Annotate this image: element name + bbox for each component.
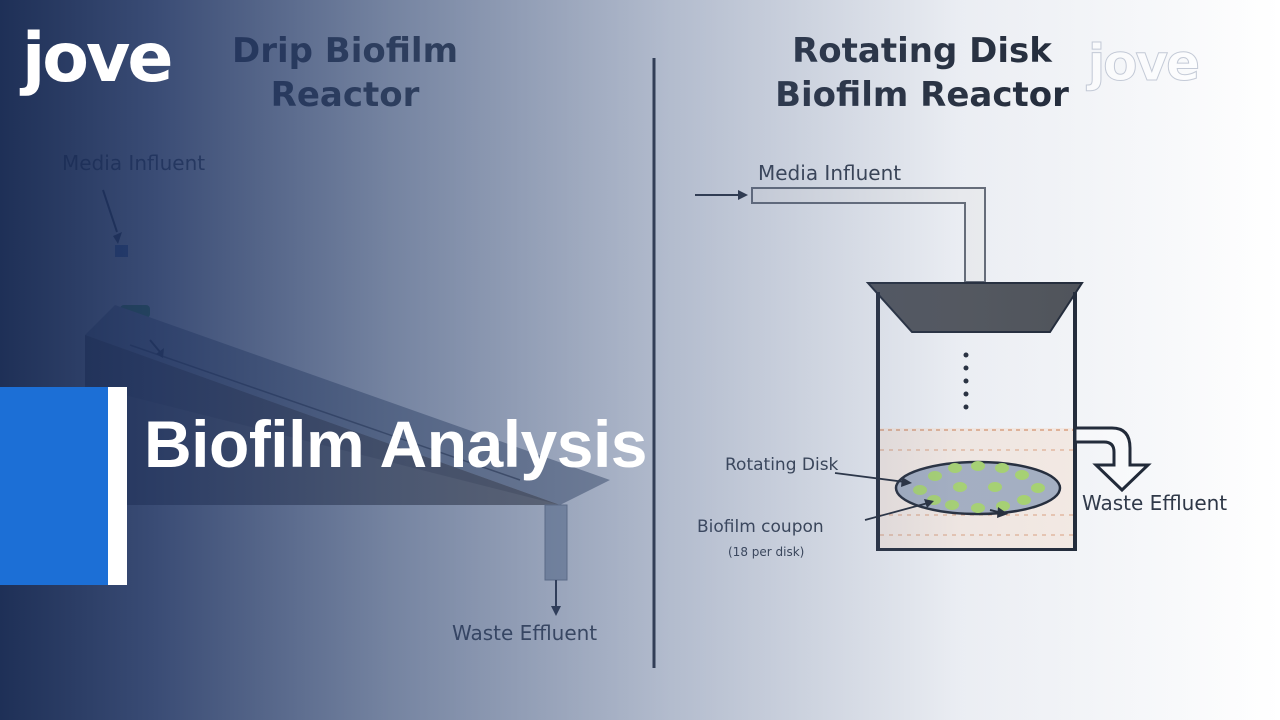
rdr-coupon-label: Biofilm coupon (697, 517, 824, 537)
video-title: Biofilm Analysis (144, 407, 648, 481)
title-accent-bar (0, 387, 108, 585)
rdr-coupon-count-label: (18 per disk) (728, 545, 804, 559)
rdr-title-line1: Rotating Disk (792, 31, 1053, 71)
drip-nozzle (115, 245, 128, 257)
jove-logo[interactable]: jove (22, 24, 212, 116)
jove-logo-text: jove (22, 19, 173, 98)
drip-influent-label: Media Influent (62, 151, 205, 175)
rdr-effluent-label: Waste Effluent (1082, 491, 1227, 515)
rdr-disk-label: Rotating Disk (725, 455, 839, 475)
speech-bubble-icon (56, 72, 96, 108)
rdr-influent-label: Media Influent (758, 161, 901, 185)
rdr-title-line2: Biofilm Reactor (775, 75, 1069, 115)
title-accent-stripe (108, 387, 127, 585)
drip-title-line1: Drip Biofilm (232, 31, 458, 71)
drip-title-line2: Reactor (271, 75, 420, 115)
drip-effluent-label: Waste Effluent (452, 621, 597, 645)
jove-watermark: jove (1088, 34, 1201, 93)
drip-effluent-pipe (544, 504, 568, 581)
